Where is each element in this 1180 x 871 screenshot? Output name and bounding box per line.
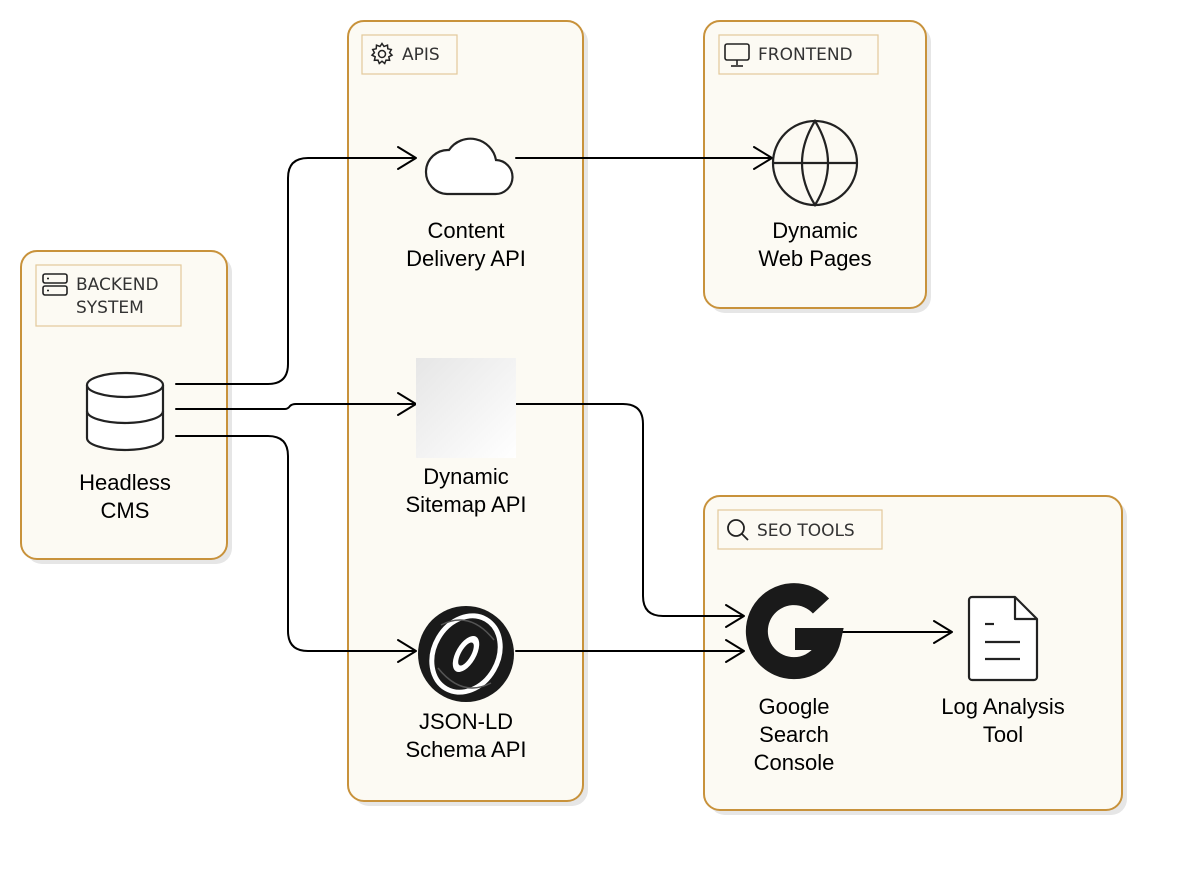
node-label-line1: Dynamic	[772, 218, 858, 243]
group-title-badge	[718, 34, 879, 75]
node-content-delivery-api[interactable]: Content Delivery API	[406, 137, 526, 271]
blank-image-icon	[416, 358, 516, 458]
node-label-line2: Search	[759, 722, 829, 747]
node-label-line2: Delivery API	[406, 246, 526, 271]
group-seo-tools: SEO TOOLS	[703, 495, 1127, 815]
node-label-line2: Web Pages	[758, 246, 871, 271]
edge-cms-to-jsonld-api	[175, 435, 417, 663]
json-ld-logo-icon	[418, 606, 514, 702]
node-label-line1: Log Analysis	[941, 694, 1065, 719]
node-label-line2: CMS	[101, 498, 150, 523]
edge-jsonld-api-to-gsc	[515, 639, 745, 663]
group-title-backend-line1: BACKEND	[76, 275, 159, 295]
group-title-badge	[717, 509, 883, 550]
node-label-line2: Schema API	[405, 737, 526, 762]
node-label-line1: Google	[759, 694, 830, 719]
group-title-seo-tools: SEO TOOLS	[757, 521, 855, 541]
document-icon	[967, 595, 1039, 682]
cloud-icon	[424, 137, 514, 196]
group-title-badge	[361, 34, 458, 75]
node-label-line2: Sitemap API	[405, 492, 526, 517]
node-label-line3: Console	[754, 750, 835, 775]
edge-sitemap-api-to-gsc	[515, 403, 745, 628]
gear-icon	[370, 42, 394, 65]
node-google-search-console[interactable]: Google Search Console	[745, 583, 844, 775]
edge-cms-to-content-api	[175, 146, 417, 385]
node-label-line1: Dynamic	[423, 464, 509, 489]
node-log-analysis-tool[interactable]: Log Analysis Tool	[941, 595, 1065, 747]
google-g-icon	[745, 583, 844, 680]
node-label-line1: Content	[427, 218, 504, 243]
node-headless-cms[interactable]: Headless CMS	[79, 371, 171, 523]
node-json-ld-schema-api[interactable]: JSON-LD Schema API	[405, 603, 527, 762]
node-dynamic-web-pages[interactable]: Dynamic Web Pages	[758, 118, 872, 271]
node-label-line2: Tool	[983, 722, 1023, 747]
node-label-line1: Headless	[79, 470, 171, 495]
group-frontend: FRONTEND	[703, 20, 931, 313]
node-dynamic-sitemap-api[interactable]: Dynamic Sitemap API	[405, 358, 527, 517]
edge-gsc-to-log-tool	[841, 620, 953, 644]
monitor-icon	[724, 43, 750, 67]
edge-content-api-to-web-pages	[515, 146, 773, 170]
group-title-apis: APIS	[402, 45, 440, 65]
group-title-frontend: FRONTEND	[758, 45, 853, 65]
search-icon	[727, 519, 749, 541]
server-icon	[42, 273, 68, 296]
globe-icon	[771, 118, 859, 208]
node-label-line1: JSON-LD	[419, 709, 513, 734]
group-title-backend-line2: SYSTEM	[76, 298, 144, 318]
database-icon	[85, 371, 165, 452]
